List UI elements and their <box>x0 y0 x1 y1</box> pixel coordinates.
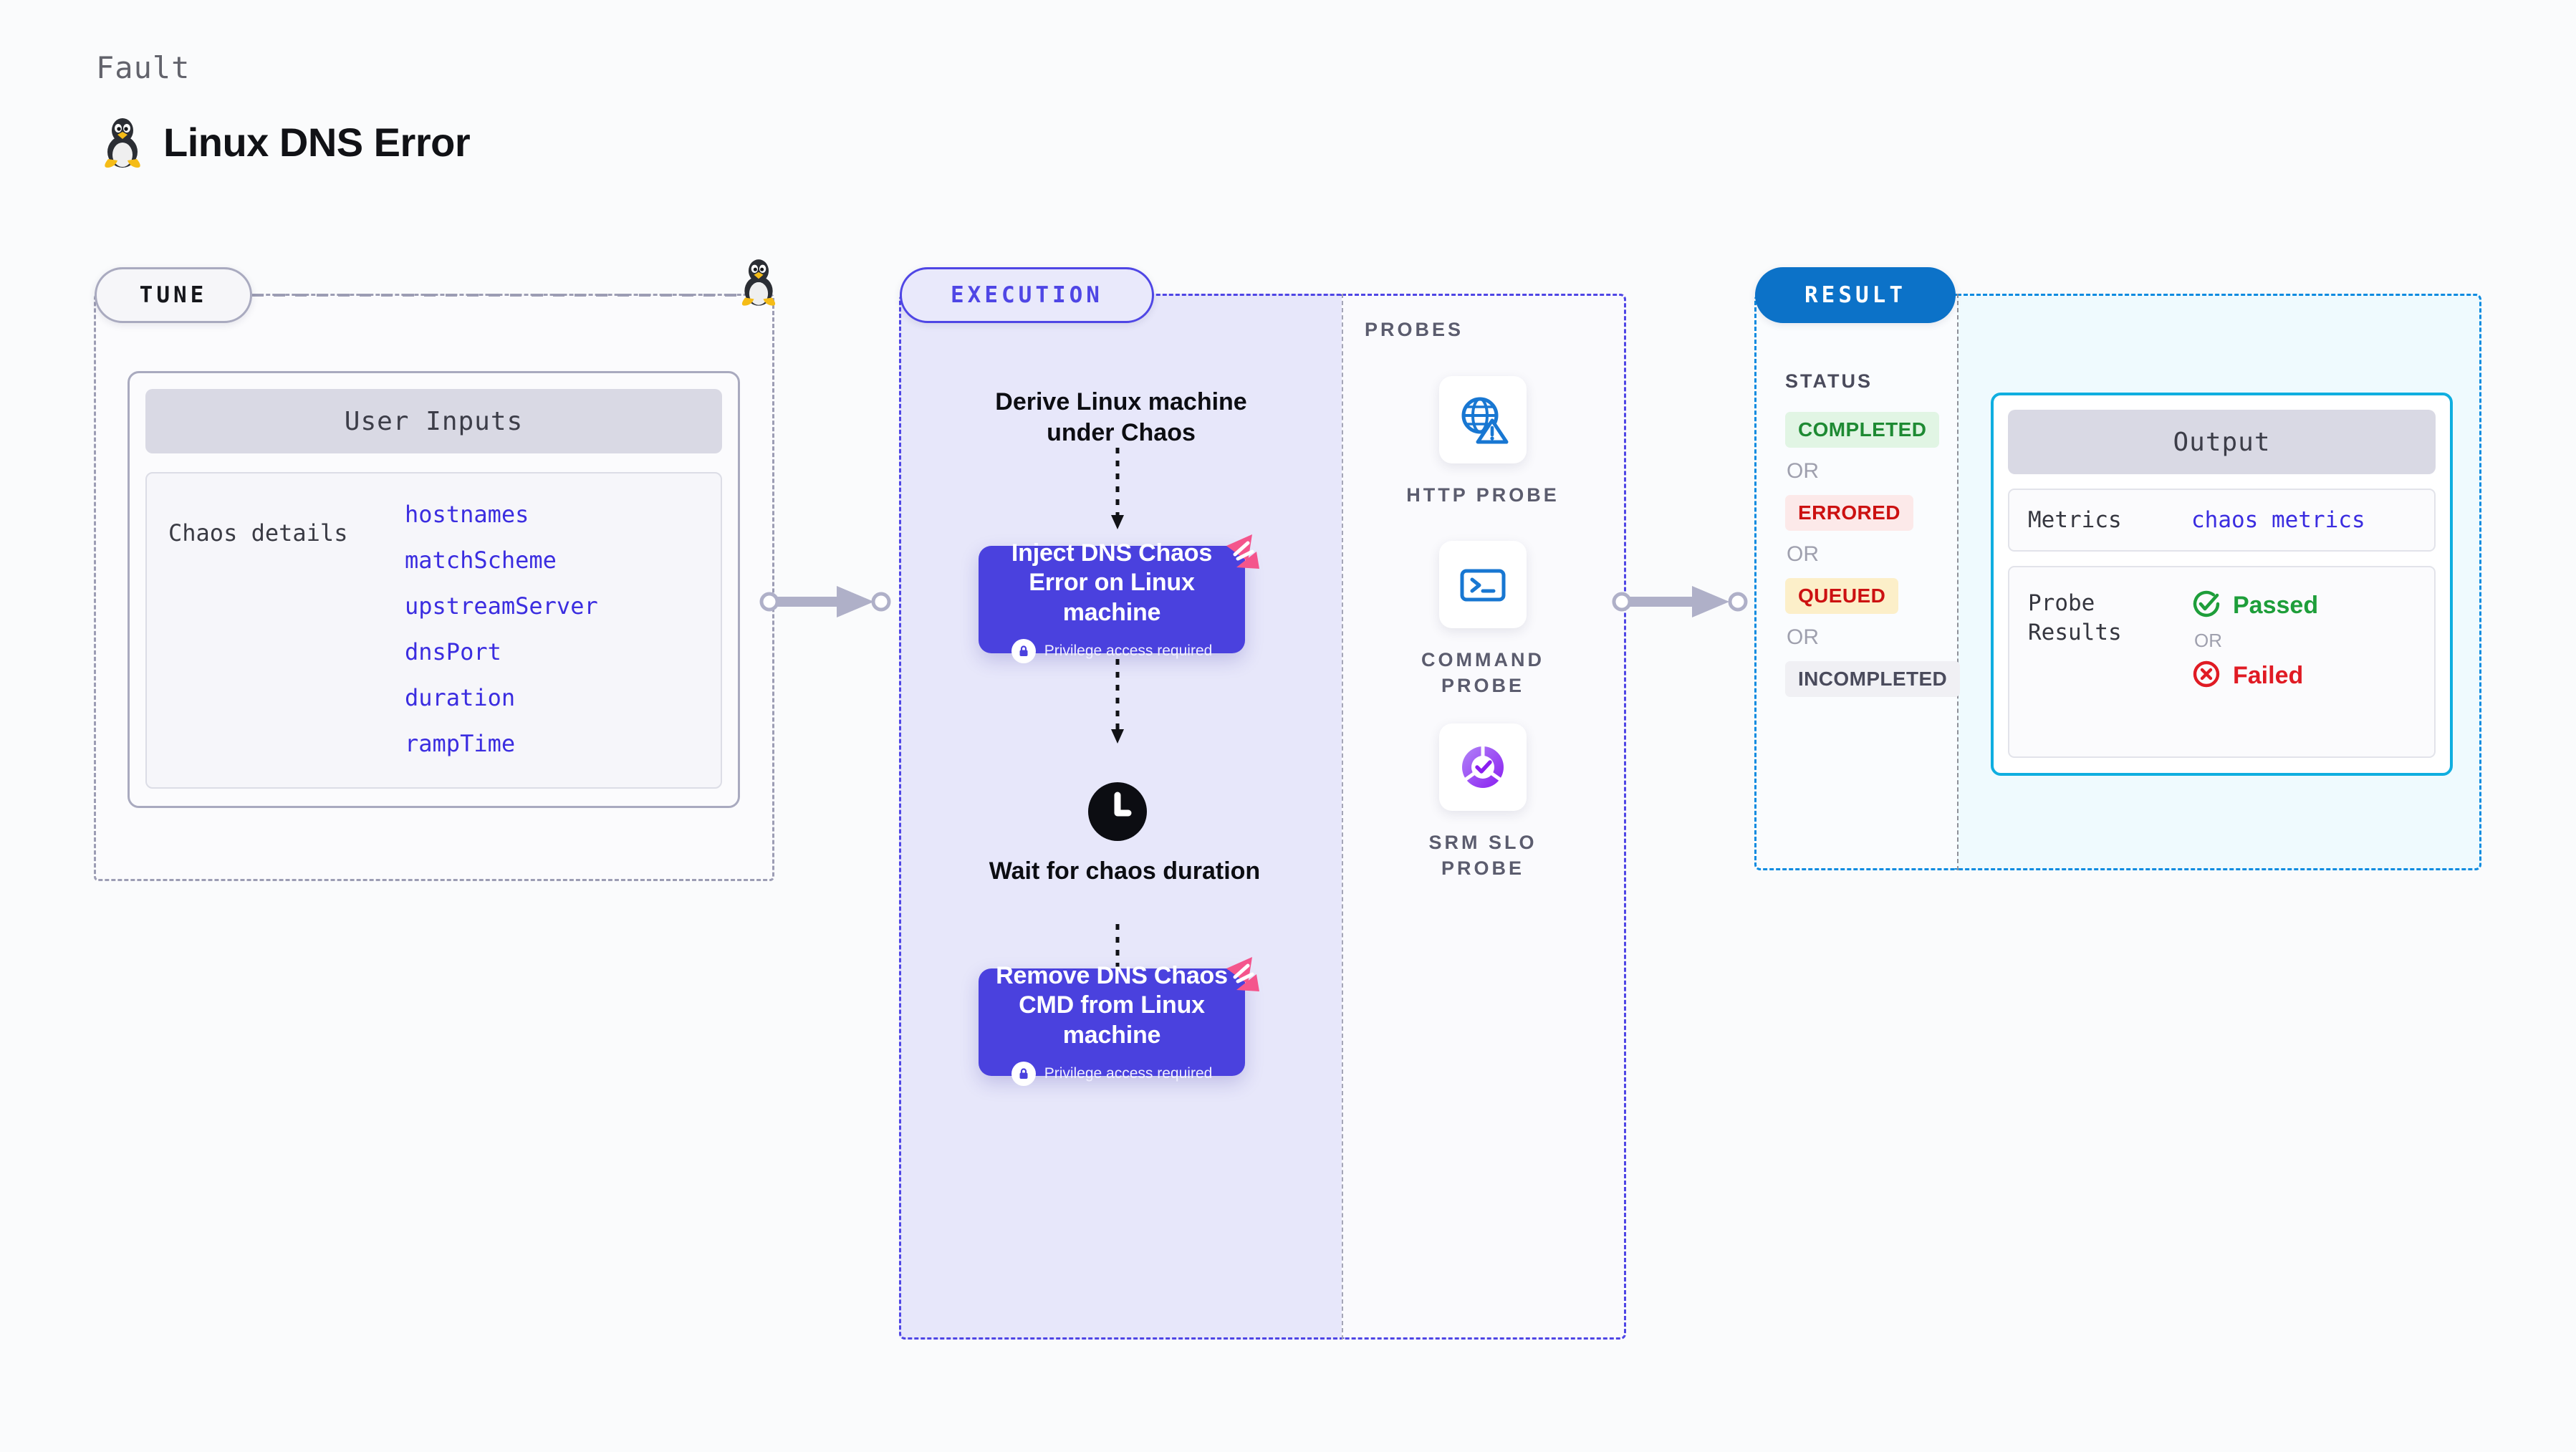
linux-tux-icon <box>738 256 779 307</box>
output-probe-results-key: Probe Results <box>2028 590 2122 645</box>
card-inject-dns-chaos[interactable]: Inject DNS Chaos Error on Linux machine … <box>979 534 1259 664</box>
page-title: Linux DNS Error <box>163 119 471 165</box>
connector-execution-to-result <box>1612 586 1748 617</box>
card-remove-privilege-note: Privilege access required <box>1011 1062 1213 1087</box>
clock-icon <box>1087 781 1148 846</box>
status-title: STATUS <box>1785 370 1873 392</box>
probes-divider <box>1342 294 1343 1340</box>
probe-result-failed: Failed <box>2191 659 2318 693</box>
arrow-inject-to-wait <box>1111 659 1124 744</box>
terminal-icon <box>1439 541 1527 628</box>
card-remove-title: Remove DNS Chaos CMD from Linux machine <box>996 961 1228 1049</box>
probe-command[interactable]: COMMAND PROBE <box>1390 541 1576 699</box>
page-header: Linux DNS Error <box>100 115 471 169</box>
tune-dashed-connector <box>252 294 754 297</box>
linux-tux-icon <box>100 115 145 169</box>
page-eyebrow: Fault <box>96 50 191 85</box>
step-wait-label: Wait for chaos duration <box>989 857 1261 885</box>
probe-srm-slo-label: SRM SLO PROBE <box>1428 832 1537 880</box>
arrow-derive-to-inject <box>1111 448 1124 529</box>
tune-pill[interactable]: TUNE <box>95 267 252 323</box>
slo-donut-check-icon <box>1439 723 1527 811</box>
card-remove-dns-chaos[interactable]: Remove DNS Chaos CMD from Linux machine … <box>979 957 1259 1087</box>
param-dnsport[interactable]: dnsPort <box>405 638 501 665</box>
param-hostnames[interactable]: hostnames <box>405 501 529 528</box>
lock-icon <box>1011 639 1036 664</box>
chaos-details-body: Chaos details hostnames matchScheme upst… <box>145 472 722 789</box>
probe-result-failed-label: Failed <box>2233 662 2304 690</box>
chaos-details-param-list: hostnames matchScheme upstreamServer dns… <box>405 501 598 757</box>
lock-icon <box>1011 1062 1036 1087</box>
probe-result-or: OR <box>2194 630 2222 652</box>
status-badge-completed: COMPLETED <box>1785 412 1940 448</box>
param-matchscheme[interactable]: matchScheme <box>405 547 557 574</box>
param-duration[interactable]: duration <box>405 684 516 711</box>
status-list: COMPLETED OR ERRORED OR QUEUED OR INCOMP… <box>1785 412 1961 697</box>
output-card: Output Metrics chaos metrics Probe Resul… <box>1991 393 2453 776</box>
param-upstreamserver[interactable]: upstreamServer <box>405 592 598 620</box>
user-inputs-card: User Inputs Chaos details hostnames matc… <box>128 371 740 808</box>
output-card-header: Output <box>2008 410 2436 474</box>
output-metrics-key: Metrics <box>2028 507 2122 533</box>
connector-tune-to-execution <box>759 586 891 617</box>
output-metrics-row: Metrics chaos metrics <box>2008 489 2436 552</box>
card-remove-privilege-text: Privilege access required <box>1044 1065 1213 1082</box>
probe-http[interactable]: HTTP PROBE <box>1390 376 1576 508</box>
param-ramptime[interactable]: rampTime <box>405 730 516 757</box>
harness-ribbon-icon <box>1219 530 1264 578</box>
probe-results-values: Passed OR Failed <box>2191 589 2318 693</box>
status-badge-queued: QUEUED <box>1785 578 1899 614</box>
status-or-3: OR <box>1787 625 1819 649</box>
x-circle-icon <box>2191 659 2221 693</box>
status-badge-incompleted: INCOMPLETED <box>1785 661 1961 697</box>
user-inputs-header: User Inputs <box>145 389 722 453</box>
globe-warning-icon <box>1439 376 1527 463</box>
result-pill[interactable]: RESULT <box>1755 267 1956 323</box>
check-circle-icon <box>2191 589 2221 622</box>
step-derive-label: Derive Linux machine under Chaos <box>995 388 1247 446</box>
output-divider <box>1957 294 1959 870</box>
card-inject-privilege-text: Privilege access required <box>1044 643 1213 660</box>
probe-result-passed-label: Passed <box>2233 592 2319 620</box>
output-metrics-value[interactable]: chaos metrics <box>2191 507 2365 534</box>
status-or-2: OR <box>1787 542 1819 566</box>
probe-srm-slo[interactable]: SRM SLO PROBE <box>1390 723 1576 882</box>
probe-result-passed: Passed <box>2191 589 2318 622</box>
output-probe-results-row: Probe Results Passed OR <box>2008 566 2436 759</box>
harness-ribbon-icon <box>1219 953 1264 1001</box>
probe-command-label: COMMAND PROBE <box>1421 649 1544 697</box>
card-inject-title: Inject DNS Chaos Error on Linux machine <box>1011 539 1213 626</box>
probes-region <box>1342 294 1626 1340</box>
chaos-details-label: Chaos details <box>168 519 348 547</box>
probe-http-label: HTTP PROBE <box>1406 484 1559 506</box>
probes-title: PROBES <box>1365 319 1464 340</box>
status-or-1: OR <box>1787 459 1819 483</box>
status-badge-errored: ERRORED <box>1785 495 1913 531</box>
card-inject-privilege-note: Privilege access required <box>1011 639 1213 664</box>
execution-pill[interactable]: EXECUTION <box>900 267 1154 323</box>
